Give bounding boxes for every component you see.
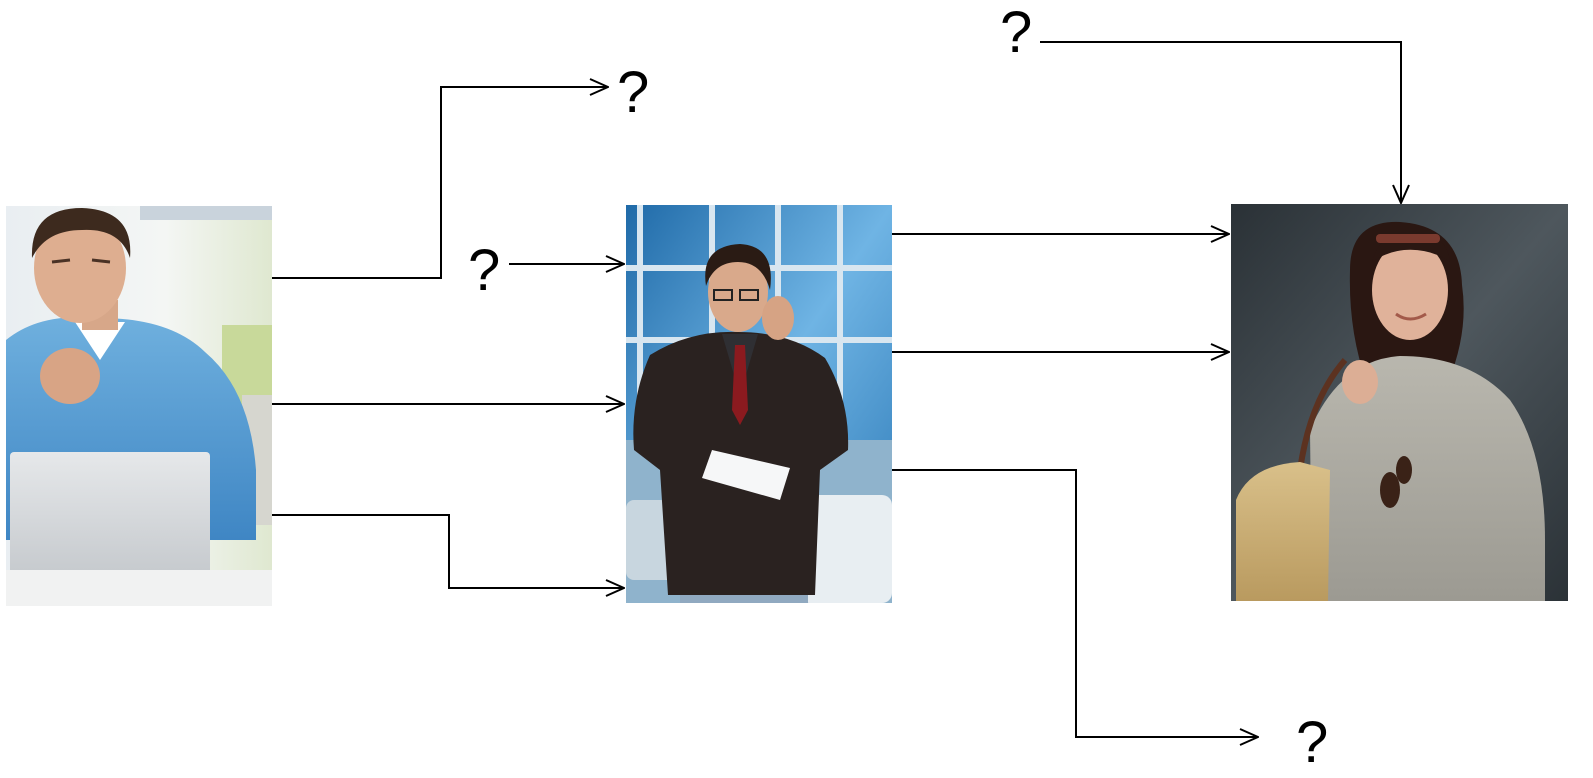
unknown-q3: ? <box>1000 0 1032 65</box>
unknown-q4: ? <box>1296 710 1328 775</box>
man-on-phone-photo <box>626 205 892 603</box>
unknown-q2: ? <box>468 238 500 303</box>
edge-person2-to-q4 <box>892 469 1258 737</box>
unknown-q1: ? <box>617 60 649 125</box>
woman-with-bag-photo <box>1231 204 1568 601</box>
edge-person1-to-person2-low <box>272 514 624 588</box>
edge-person1-to-q1 <box>272 87 608 279</box>
man-at-laptop-photo <box>6 206 272 606</box>
edge-q3-to-person3 <box>1040 41 1401 203</box>
